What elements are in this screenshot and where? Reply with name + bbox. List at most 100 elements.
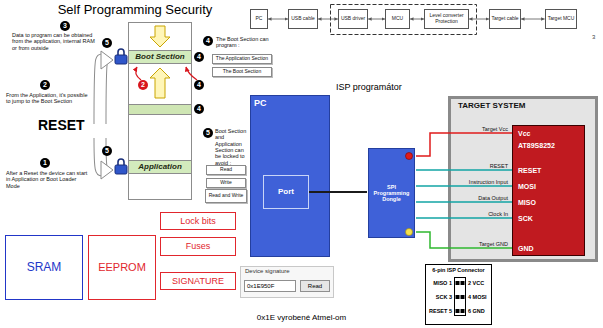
padlock-body: [115, 165, 127, 174]
box-label: Lock bits: [180, 216, 216, 226]
box-heading: Vcc: [518, 130, 530, 138]
reset-arrow-head: [101, 51, 113, 69]
callout-number: 3: [60, 21, 70, 31]
signal-name: Instruction Input: [469, 179, 508, 185]
box-heading: PC: [254, 98, 267, 108]
connector-fill: [426, 265, 492, 325]
box-heading: TARGET SYSTEM: [458, 101, 525, 110]
link-arrow: [521, 19, 545, 20]
padlock-body: [115, 55, 127, 64]
signal-name: Clock In: [488, 211, 508, 217]
box-label: The Boot Section: [223, 69, 261, 75]
box-heading: 6-pin ISP Connector: [425, 267, 492, 273]
pc-panel-fill: [251, 96, 330, 257]
memory-box: SIGNATURE: [160, 272, 236, 290]
page-title: Self Programming Security: [20, 3, 250, 18]
box-label: Target MCU: [548, 16, 575, 22]
box-heading: 2 VCC: [468, 280, 484, 286]
program-arrow: [186, 67, 197, 80]
box-label: SPI Programming Dongle: [370, 184, 413, 203]
target-fill: [450, 98, 597, 261]
callout-text: After a Reset the device can start in Ap…: [6, 170, 88, 189]
chain-box: Level converter Protection: [424, 9, 469, 29]
chain-box: MCU: [385, 9, 410, 29]
pin: [461, 281, 465, 285]
callout-number: 4: [194, 104, 204, 114]
status-led: [406, 229, 413, 236]
pin: [456, 281, 460, 285]
microcontroller-chip: VccAT89S8252RESETMOSIMISOSCKGND: [512, 125, 585, 256]
memory-box: EEPROM: [88, 235, 156, 300]
signal-name: RESET: [490, 163, 508, 169]
port-box: Port: [263, 175, 309, 209]
pin: [456, 295, 460, 299]
callout-text: Boot Section and Application Section can…: [215, 128, 248, 166]
box-label: Target cable: [491, 16, 518, 22]
status-led: [406, 153, 413, 160]
callout-number: 4: [194, 80, 204, 90]
box-label: The Application Section: [216, 56, 268, 62]
signal-wire: [416, 169, 512, 171]
reset-arrow-head: [101, 161, 113, 179]
group-box: Device signature0x1E950FRead: [240, 266, 334, 298]
box-label: Fuses: [186, 241, 211, 251]
button: Read: [300, 280, 330, 292]
data-arrow: [150, 26, 170, 47]
padlock-icon: [115, 49, 127, 64]
padlock-shackle: [118, 159, 124, 165]
isp-connector: 6-pin ISP ConnectorMISO 12 VCCSCK 34 MOS…: [425, 264, 492, 325]
link-arrow: [368, 19, 385, 20]
chain-box: USB driver: [338, 9, 368, 29]
callout-number: 5: [102, 38, 112, 48]
option-box: The Application Section: [212, 54, 272, 64]
chain-box: USB cable: [288, 9, 318, 29]
box-heading: 4 MOSI: [468, 294, 487, 300]
caption: 0x1E vyrobené Atmel-om: [0, 313, 603, 322]
section-heading: ISP programátor: [336, 82, 402, 92]
box-label: SIGNATURE: [172, 276, 224, 286]
box-label: PC: [256, 16, 263, 22]
box-label: Read: [308, 283, 322, 290]
reset-label: RESET: [38, 117, 85, 133]
box-heading: 6 GND: [468, 308, 485, 314]
chain-box: Target MCU: [545, 9, 578, 29]
box-heading: AT89S8252: [518, 142, 555, 150]
signal-wire: [416, 133, 512, 156]
signal-name: Target Vcc: [482, 126, 508, 132]
box-label: SRAM: [27, 261, 62, 275]
pc-panel: PC Port: [250, 95, 330, 257]
box-heading: RESET: [518, 167, 541, 175]
box-label: 0x1E950F: [247, 283, 274, 290]
box-label: Boot Section: [135, 52, 184, 61]
data-arrow: [150, 68, 170, 98]
callout-text: The Boot Section can program :: [216, 36, 270, 49]
link-arrow: [268, 19, 288, 20]
pin: [461, 309, 465, 313]
memory-box: Lock bits: [160, 212, 236, 230]
signal-name: Data Output: [478, 195, 508, 201]
text-field: 0x1E950F: [244, 280, 296, 292]
chain-box: Target cable: [489, 9, 521, 29]
link-arrow: [318, 19, 338, 20]
memory-band: [129, 105, 192, 115]
padlock-shackle: [118, 49, 124, 55]
signal-wire: [416, 185, 512, 187]
box-label: USB driver: [341, 16, 365, 22]
signal-name: Target GND: [479, 241, 508, 247]
pin-header: [455, 278, 466, 316]
link-arrow: [410, 19, 424, 20]
option-box: Read and Write: [205, 189, 247, 204]
memory-section-band: Application: [128, 160, 192, 174]
cable-line: [309, 191, 367, 193]
padlock-icon: [115, 159, 127, 174]
signal-wire: [416, 217, 512, 219]
memory-section-band: Boot Section: [128, 50, 192, 64]
option-box: Write: [206, 178, 246, 188]
box-label: Read and Write: [209, 193, 244, 199]
programmer-outline: [331, 5, 477, 35]
callout-number: 4: [194, 52, 204, 62]
callout-text: From the Application, it's possible to j…: [6, 92, 90, 105]
callout-number: 2: [40, 80, 50, 90]
callout-number: 2: [138, 80, 148, 90]
box-heading: MISO: [518, 199, 536, 207]
